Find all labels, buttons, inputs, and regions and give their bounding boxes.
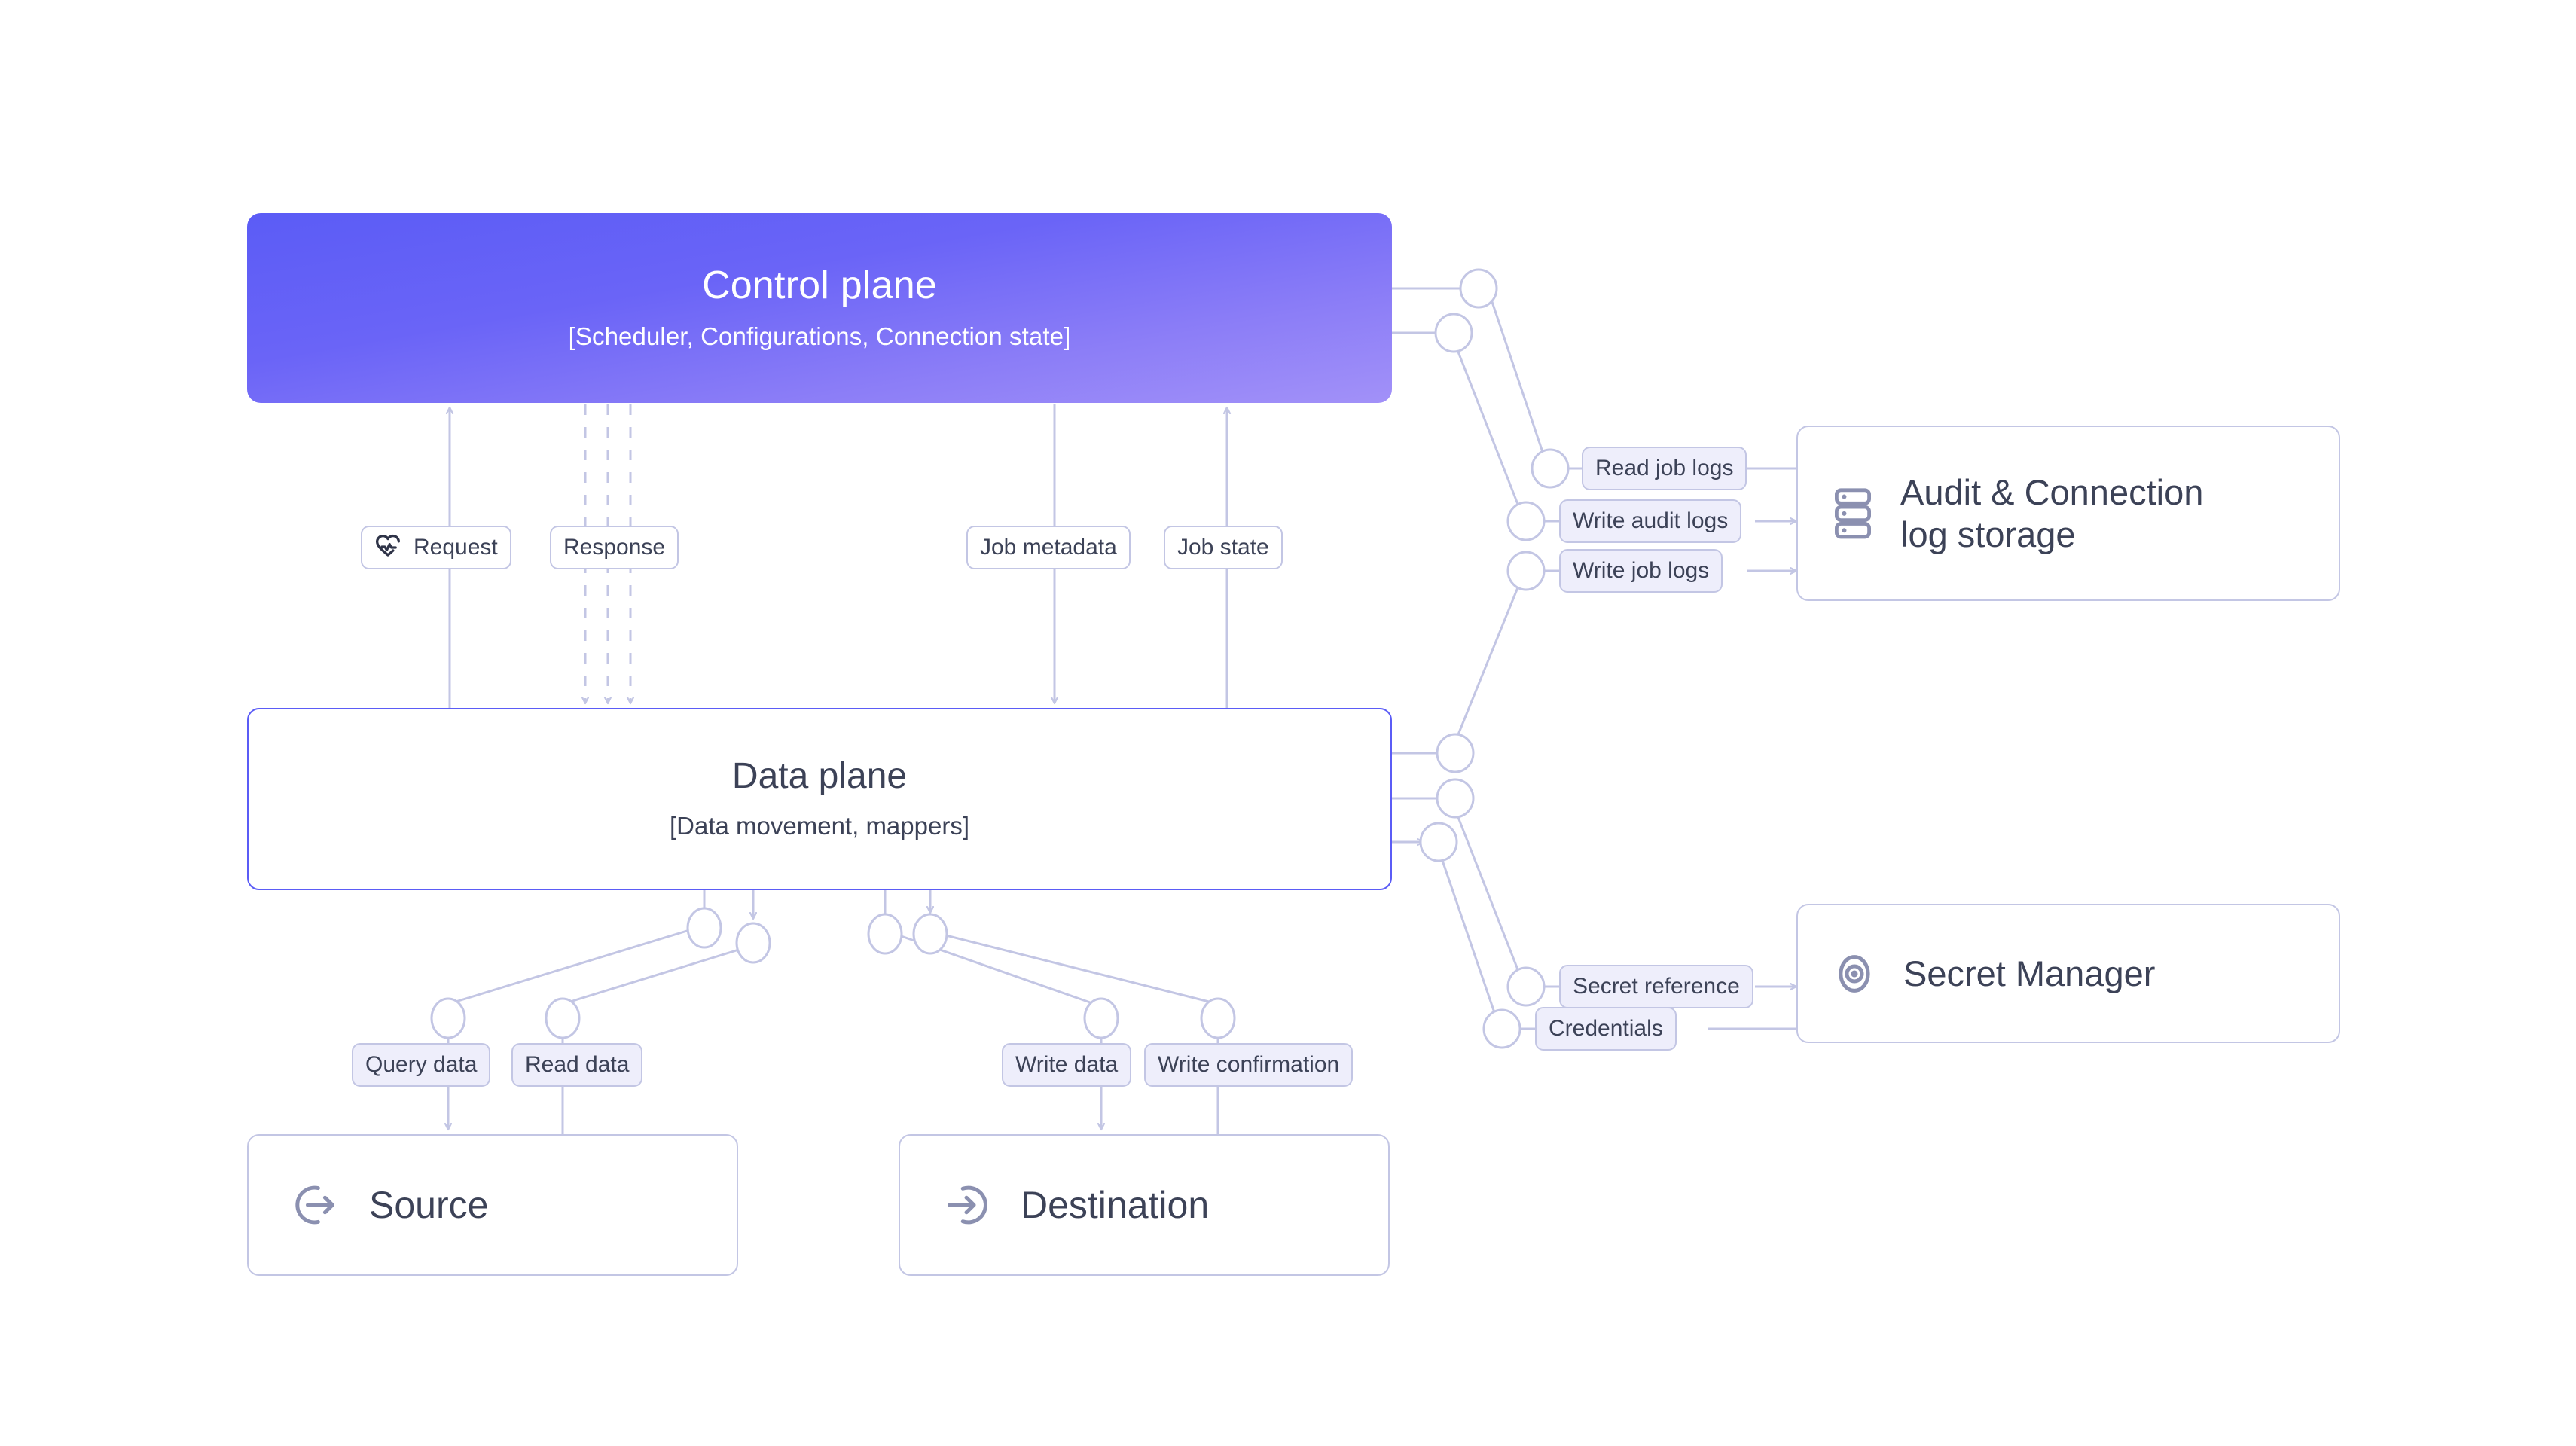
- dot-dp-read-data: [735, 922, 771, 964]
- edge-label-job-metadata-text: Job metadata: [980, 535, 1117, 560]
- edge-label-request[interactable]: Request: [361, 526, 511, 569]
- dot-credentials: [1482, 1008, 1521, 1049]
- dot-read-job-logs: [1531, 448, 1570, 489]
- wire-writeconf-diag: [939, 932, 1210, 1003]
- log-in-icon: [944, 1182, 990, 1228]
- edge-label-write-data[interactable]: Write data: [1002, 1043, 1132, 1087]
- audit-label-line2: log storage: [1900, 514, 2076, 554]
- edge-label-write-confirmation-text: Write confirmation: [1158, 1052, 1340, 1077]
- edge-label-job-metadata[interactable]: Job metadata: [966, 526, 1131, 569]
- edge-label-write-audit-logs-text: Write audit logs: [1573, 508, 1729, 533]
- dot-write-audit-logs: [1506, 501, 1546, 541]
- wire-secret-reference-diag: [1452, 805, 1523, 980]
- secret-eye-icon: [1831, 950, 1878, 997]
- dot-cp-write-audit-logs: [1434, 313, 1473, 353]
- dot-read-data: [545, 997, 581, 1039]
- wire-read-diag: [569, 941, 762, 1003]
- dot-dp-write-confirmation: [912, 913, 948, 955]
- edge-label-request-text: Request: [414, 535, 498, 560]
- edge-label-response-text: Response: [563, 535, 666, 560]
- control-plane-title: Control plane: [702, 263, 937, 307]
- destination-node[interactable]: Destination: [899, 1134, 1390, 1276]
- wire-write-job-logs-diag: [1452, 578, 1523, 746]
- dot-write-job-logs: [1506, 551, 1546, 591]
- source-label: Source: [369, 1183, 489, 1226]
- edge-label-job-state[interactable]: Job state: [1164, 526, 1283, 569]
- dot-dp-query-data: [686, 907, 722, 949]
- source-node[interactable]: Source: [247, 1134, 738, 1276]
- log-out-icon: [292, 1182, 339, 1228]
- destination-label: Destination: [1021, 1183, 1210, 1226]
- edge-label-query-data[interactable]: Query data: [352, 1043, 491, 1087]
- wire-write-diag: [894, 932, 1093, 1005]
- dot-dp-credentials: [1419, 822, 1458, 862]
- wire-query-diag: [455, 926, 697, 1003]
- data-plane-title: Data plane: [731, 755, 908, 796]
- dot-secret-reference: [1506, 966, 1546, 1007]
- edge-label-read-data-text: Read data: [525, 1052, 630, 1077]
- edge-label-read-job-logs-text: Read job logs: [1595, 456, 1734, 480]
- dot-dp-write-job-logs: [1436, 733, 1475, 773]
- secret-manager-node[interactable]: Secret Manager: [1796, 904, 2340, 1043]
- wire-write-audit-logs-diag: [1452, 340, 1523, 514]
- edge-label-write-audit-logs[interactable]: Write audit logs: [1559, 499, 1742, 543]
- edge-label-response[interactable]: Response: [550, 526, 679, 569]
- server-stack-icon: [1831, 487, 1875, 541]
- dot-query-data: [430, 997, 466, 1039]
- edge-label-credentials[interactable]: Credentials: [1535, 1007, 1677, 1051]
- audit-label-line1: Audit & Connection: [1900, 472, 2204, 513]
- dot-dp-write-data: [867, 913, 903, 955]
- edge-label-job-state-text: Job state: [1177, 535, 1269, 560]
- data-plane-node[interactable]: Data plane [Data movement, mappers]: [247, 708, 1392, 890]
- edge-label-write-confirmation[interactable]: Write confirmation: [1144, 1043, 1354, 1087]
- secret-manager-label: Secret Manager: [1903, 953, 2156, 993]
- edge-label-secret-reference[interactable]: Secret reference: [1559, 965, 1753, 1008]
- edge-label-write-data-text: Write data: [1015, 1052, 1119, 1077]
- edge-label-write-job-logs[interactable]: Write job logs: [1559, 549, 1723, 593]
- wire-read-job-logs-diag: [1488, 294, 1547, 462]
- edge-label-read-job-logs[interactable]: Read job logs: [1582, 447, 1747, 490]
- control-plane-node[interactable]: Control plane [Scheduler, Configurations…: [247, 213, 1392, 403]
- edge-label-credentials-text: Credentials: [1549, 1016, 1663, 1041]
- dot-write-data: [1083, 997, 1119, 1039]
- data-plane-subtitle: [Data movement, mappers]: [670, 812, 969, 840]
- wire-credentials-diag: [1437, 849, 1499, 1022]
- edge-label-query-data-text: Query data: [365, 1052, 478, 1077]
- edge-label-read-data[interactable]: Read data: [511, 1043, 643, 1087]
- dot-write-confirmation: [1200, 997, 1236, 1039]
- edge-label-write-job-logs-text: Write job logs: [1573, 558, 1710, 583]
- dot-cp-read-job-logs: [1459, 268, 1498, 309]
- control-plane-subtitle: [Scheduler, Configurations, Connection s…: [568, 322, 1071, 351]
- edge-label-secret-reference-text: Secret reference: [1573, 974, 1740, 999]
- heart-pulse-icon: [373, 532, 403, 563]
- dot-dp-secret-reference: [1436, 778, 1475, 819]
